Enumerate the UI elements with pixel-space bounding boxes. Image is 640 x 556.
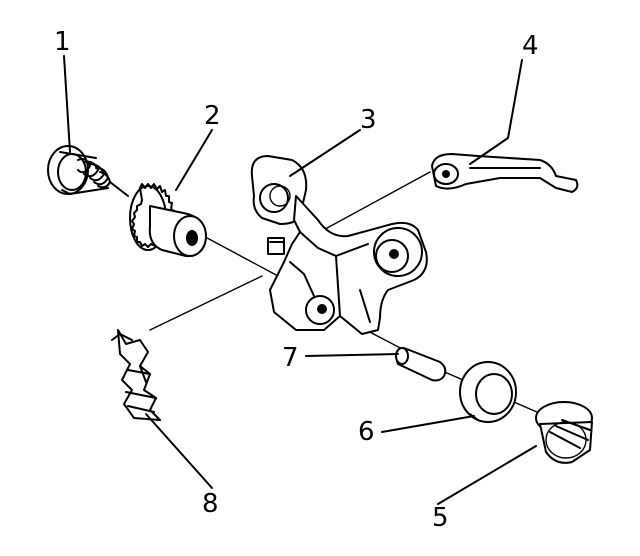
part-5-cap-nut: [535, 401, 593, 464]
part-1-spring-bushing: [47, 145, 129, 197]
leader-lines: [63, 55, 537, 505]
callout-6: 6: [358, 417, 375, 447]
part-6-washer: [459, 361, 517, 423]
callout-1: 1: [54, 27, 71, 57]
callout-5: 5: [432, 503, 449, 533]
part-2-gear-sleeve: [129, 183, 207, 257]
callout-7: 7: [282, 343, 299, 373]
part-3-bracket: [250, 155, 428, 335]
part-8-spring-clip: [111, 329, 161, 421]
callout-4: 4: [522, 31, 539, 61]
callout-2: 2: [204, 101, 221, 131]
callout-labels: 1 2 3 4 5 6 7 8: [54, 27, 539, 533]
part-7-pin: [395, 347, 447, 382]
part-4-lever-arm: [431, 153, 579, 193]
callout-3: 3: [360, 105, 377, 135]
callout-8: 8: [202, 489, 219, 519]
